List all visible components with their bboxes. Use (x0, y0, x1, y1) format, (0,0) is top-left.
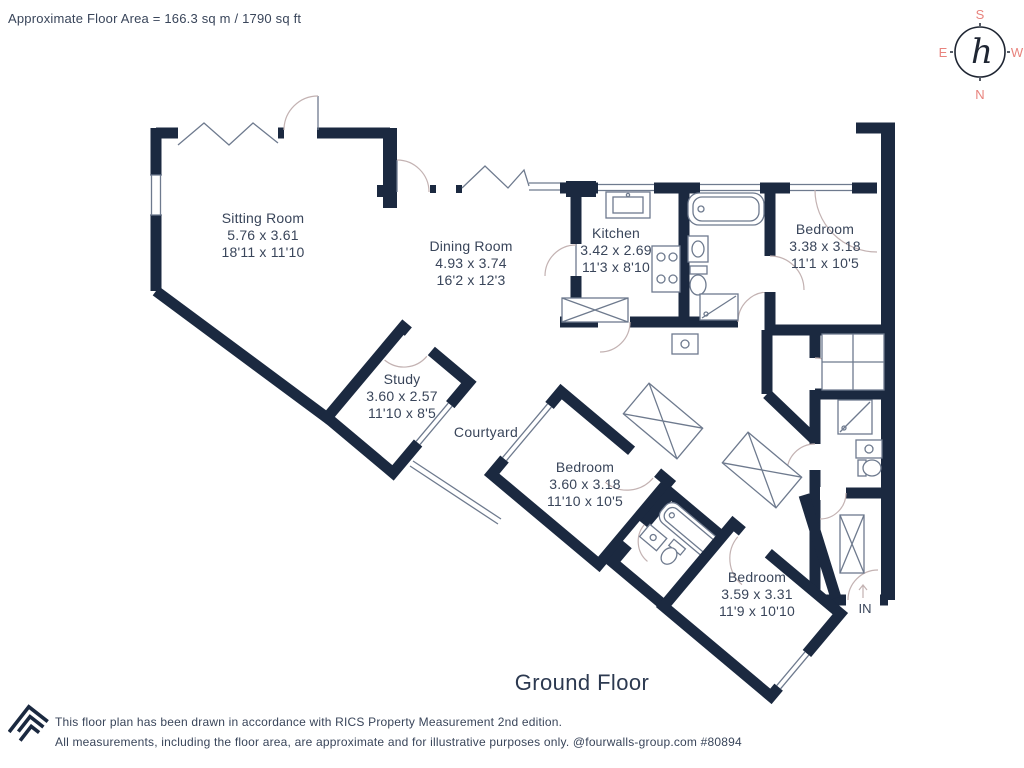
sink-icon (638, 523, 668, 552)
room-imperial: 16'2 x 12'3 (436, 272, 506, 288)
room-label-dining: Dining Room 4.93 x 3.74 16'2 x 12'3 (429, 238, 512, 289)
bedroom-2-room (483, 383, 677, 573)
closet-shelves (821, 333, 885, 391)
toilet-icon (689, 265, 708, 296)
room-metric: 3.60 x 3.18 (549, 476, 621, 492)
room-metric: 5.76 x 3.61 (227, 227, 299, 243)
room-name: Bedroom (555, 459, 615, 475)
courtyard-railing (409, 460, 502, 525)
compass-north: N (975, 87, 984, 102)
room-metric: 3.38 x 3.18 (789, 238, 861, 254)
sink-icon (605, 191, 651, 219)
room-label-kitchen: Kitchen 3.42 x 2.69 11'3 x 8'10 (580, 225, 651, 276)
fourwalls-logo-icon (7, 700, 52, 756)
study-room (319, 319, 477, 481)
room-name: Kitchen (591, 225, 641, 241)
wardrobe-icon (839, 514, 865, 574)
room-metric: 3.42 x 2.69 (580, 242, 652, 258)
room-metric: 4.93 x 3.74 (435, 255, 507, 271)
compass-south: S (976, 7, 985, 22)
kitchen-fixtures (561, 191, 681, 323)
room-metric: 3.60 x 2.57 (366, 388, 438, 404)
toilet-icon (857, 459, 882, 477)
room-imperial: 18'11 x 11'10 (221, 244, 305, 260)
hob-icon (651, 245, 681, 293)
courtyard-label: Courtyard (453, 424, 519, 440)
compass-circle (954, 26, 1006, 78)
shower-room-fixtures (837, 399, 883, 477)
room-metric: 3.59 x 3.31 (721, 586, 793, 602)
bedroom-3-room (655, 515, 849, 705)
room-name: Bedroom (727, 569, 787, 585)
bathtub-icon (687, 192, 765, 226)
room-label-bedroom3: Bedroom 3.59 x 3.31 11'9 x 10'10 (719, 569, 795, 620)
wardrobe-icon (622, 382, 704, 460)
compass-east: E (939, 45, 948, 60)
room-label-sitting: Sitting Room 5.76 x 3.61 18'11 x 11'10 (222, 210, 305, 261)
compass-graphic: h S E W N (939, 7, 1024, 102)
toilet-icon (660, 538, 687, 565)
wardrobe-icon (721, 431, 803, 509)
compass-h-glyph: h (971, 32, 993, 72)
outer-walls (150, 95, 895, 600)
footer-disclaimer-2: All measurements, including the floor ar… (55, 735, 742, 749)
room-imperial: 11'9 x 10'10 (719, 603, 795, 619)
floor-area-text: Approximate Floor Area = 166.3 sq m / 17… (8, 11, 302, 26)
compass: h S E W N (936, 4, 1024, 106)
footer-disclaimer-1: This floor plan has been drawn in accord… (55, 715, 563, 729)
room-imperial: 11'1 x 10'5 (790, 255, 860, 271)
compass-west: W (1011, 45, 1024, 60)
room-name: Study (383, 371, 421, 387)
room-label-study: Study 3.60 x 2.57 11'10 x 8'5 (366, 371, 437, 422)
sink-icon (687, 235, 709, 263)
hall-sink (671, 333, 699, 355)
room-name: Sitting Room (221, 210, 305, 226)
wardrobe-icon (561, 297, 629, 323)
room-name: Bedroom (795, 221, 855, 237)
room-name: Dining Room (429, 238, 513, 254)
room-imperial: 11'10 x 8'5 (367, 405, 437, 421)
room-label-bedroom1: Bedroom 3.38 x 3.18 11'1 x 10'5 (789, 221, 860, 272)
shower-icon (837, 399, 873, 435)
shower-icon (699, 293, 739, 321)
floor-title: Ground Floor (514, 670, 650, 695)
compass-ticks (950, 23, 1010, 81)
room-label-bedroom2: Bedroom 3.60 x 3.18 11'10 x 10'5 (547, 459, 623, 510)
entrance-in-label: IN (858, 601, 872, 616)
room-imperial: 11'10 x 10'5 (547, 493, 623, 509)
sink-icon (855, 439, 883, 459)
bathroom-fixtures (687, 192, 765, 321)
room-imperial: 11'3 x 8'10 (581, 259, 651, 275)
